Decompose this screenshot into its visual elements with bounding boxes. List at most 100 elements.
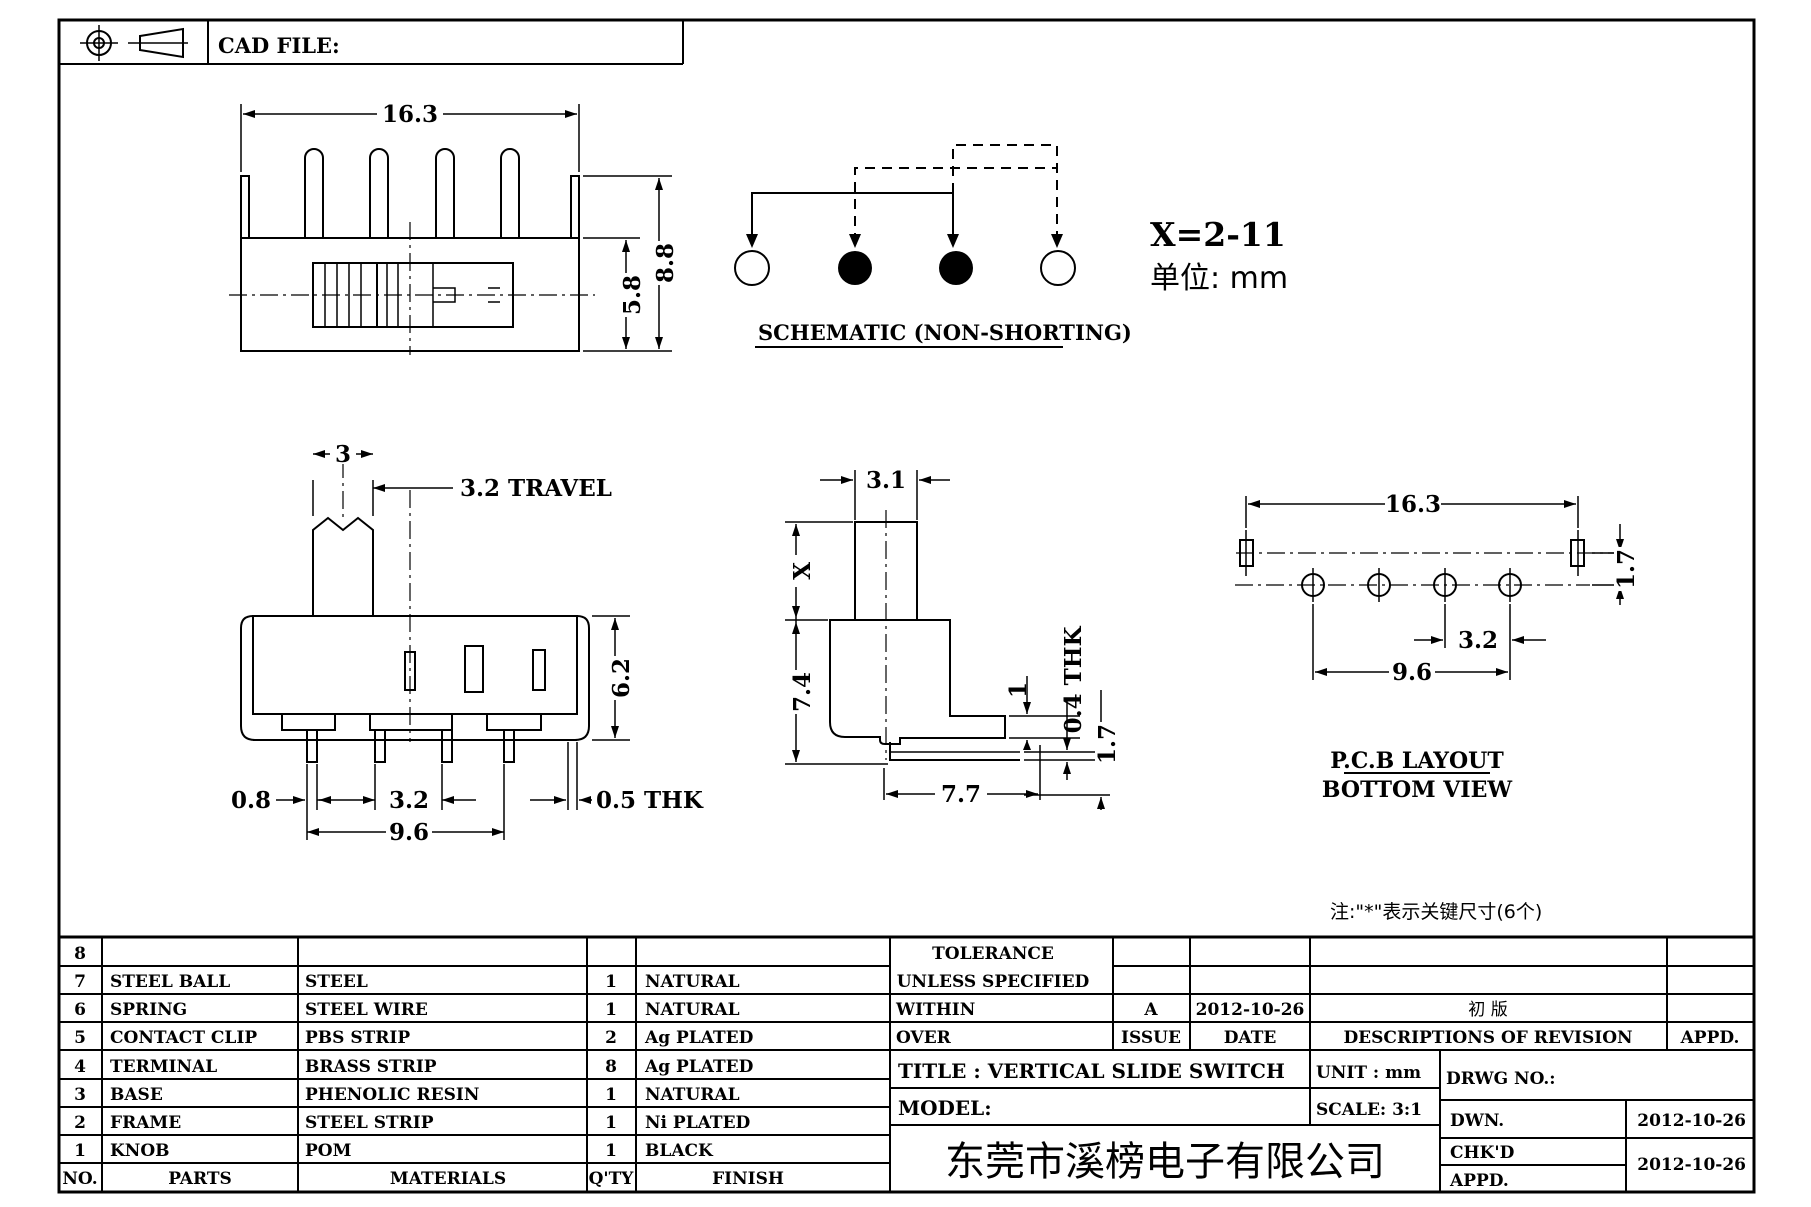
- svg-text:Ag PLATED: Ag PLATED: [644, 1028, 754, 1048]
- top-view: 16.3 5.8 8.8: [229, 101, 679, 355]
- svg-text:FRAME: FRAME: [110, 1113, 181, 1133]
- schematic-label: SCHEMATIC (NON-SHORTING): [758, 320, 1132, 345]
- company-name: 东莞市溪榜电子有限公司: [945, 1139, 1385, 1185]
- svg-text:6: 6: [74, 1000, 86, 1020]
- dim-top-width: 16.3: [382, 101, 438, 128]
- descriptions-label: DESCRIPTIONS OF REVISION: [1343, 1028, 1632, 1048]
- appd2-label: APPD.: [1449, 1171, 1509, 1191]
- chkd-date: 2012-10-26: [1637, 1155, 1746, 1175]
- pcb-subtitle: BOTTOM VIEW: [1322, 777, 1512, 803]
- date-label: DATE: [1224, 1028, 1277, 1048]
- svg-text:STEEL: STEEL: [305, 972, 368, 992]
- svg-text:Q'TY: Q'TY: [589, 1169, 635, 1189]
- dim-pin-span: 9.6: [389, 819, 429, 846]
- svg-text:1: 1: [74, 1141, 86, 1161]
- svg-text:1: 1: [605, 1113, 617, 1133]
- key-dim-note: 注:"*"表示关键尺寸(6个): [1330, 901, 1542, 923]
- svg-text:MATERIALS: MATERIALS: [390, 1169, 506, 1189]
- dim-end-x: X: [789, 562, 816, 580]
- dwn-date: 2012-10-26: [1637, 1111, 1746, 1131]
- svg-text:BLACK: BLACK: [645, 1141, 714, 1161]
- revision-description: 初 版: [1468, 1000, 1507, 1020]
- svg-text:NATURAL: NATURAL: [645, 972, 740, 992]
- svg-text:2: 2: [605, 1028, 617, 1048]
- schematic-terminal-4: [1040, 250, 1076, 286]
- drawing-title: TITLE : VERTICAL SLIDE SWITCH: [898, 1059, 1285, 1083]
- pcb-title: P.C.B LAYOUT: [1330, 748, 1504, 774]
- unless-specified-label: UNLESS SPECIFIED: [897, 972, 1090, 992]
- svg-text:FINISH: FINISH: [712, 1169, 784, 1189]
- dim-pcb-span: 9.6: [1392, 659, 1432, 686]
- svg-text:NATURAL: NATURAL: [645, 1000, 740, 1020]
- cad-file-label: CAD FILE:: [218, 33, 340, 58]
- unit-note: 单位: mm: [1150, 261, 1288, 296]
- svg-text:8: 8: [74, 944, 86, 964]
- side-view: 3 3.2 TRAVEL 6.2 0.8 3.2: [231, 440, 704, 846]
- bom-row: 1 KNOB POM 1 BLACK: [74, 1141, 714, 1161]
- note-x: X=2-11: [1150, 215, 1286, 254]
- svg-text:TERMINAL: TERMINAL: [110, 1057, 217, 1077]
- bom-header: NO. PARTS MATERIALS Q'TY FINISH: [62, 1169, 784, 1189]
- svg-text:3: 3: [74, 1085, 86, 1105]
- dim-knob-width: 3: [335, 441, 351, 468]
- chkd-label: CHK'D: [1450, 1143, 1515, 1163]
- dim-end-pin-offset: 1: [1005, 682, 1032, 698]
- scale-label: SCALE: 3:1: [1316, 1100, 1422, 1120]
- bom-row: 2 FRAME STEEL STRIP 1 Ni PLATED: [74, 1113, 750, 1133]
- dim-side-height: 6.2: [608, 658, 635, 698]
- dwn-label: DWN.: [1450, 1111, 1504, 1131]
- svg-text:PARTS: PARTS: [168, 1169, 232, 1189]
- dim-pin-pitch: 3.2: [389, 787, 429, 814]
- svg-text:5: 5: [74, 1028, 86, 1048]
- svg-text:STEEL BALL: STEEL BALL: [110, 972, 230, 992]
- bom-row: 8: [74, 944, 86, 964]
- dim-end-knob-width: 3.1: [866, 467, 906, 494]
- svg-text:1: 1: [605, 1141, 617, 1161]
- model-label: MODEL:: [898, 1096, 992, 1120]
- within-label: WITHIN: [895, 1000, 975, 1020]
- projection-symbol-icon: [80, 25, 188, 61]
- appd-label: APPD.: [1680, 1028, 1740, 1048]
- svg-text:Ag PLATED: Ag PLATED: [644, 1057, 754, 1077]
- svg-text:4: 4: [74, 1057, 86, 1077]
- end-view: 3.1 X 7.4 7.7: [785, 467, 1121, 810]
- svg-text:BASE: BASE: [110, 1085, 163, 1105]
- dim-pin-width: 0.8: [231, 787, 271, 814]
- dim-end-pin-len: 1.7: [1094, 724, 1121, 764]
- issue-label: ISSUE: [1121, 1028, 1181, 1048]
- bom-row: 5 CONTACT CLIP PBS STRIP 2 Ag PLATED: [74, 1028, 754, 1048]
- schematic-terminal-3: [939, 251, 973, 285]
- svg-text:Ni PLATED: Ni PLATED: [645, 1113, 751, 1133]
- svg-text:BRASS STRIP: BRASS STRIP: [305, 1057, 437, 1077]
- revision-date: 2012-10-26: [1196, 1000, 1305, 1020]
- svg-text:NO.: NO.: [62, 1169, 97, 1189]
- bom-row: 4 TERMINAL BRASS STRIP 8 Ag PLATED: [74, 1057, 754, 1077]
- svg-text:STEEL WIRE: STEEL WIRE: [305, 1000, 428, 1020]
- bom-table: 8 7 STEEL BALL STEEL 1 NATURAL 6 SPRING …: [59, 935, 1754, 1192]
- bom-row: 7 STEEL BALL STEEL 1 NATURAL: [74, 972, 740, 992]
- dim-pcb-offset: 1.7: [1613, 549, 1640, 589]
- dim-end-height: 7.4: [789, 672, 816, 712]
- svg-text:8: 8: [605, 1057, 617, 1077]
- pcb-layout: 16.3 1.7 3.2 9.6 P.C.B LAYOUT BOTTOM VIE…: [1235, 490, 1640, 803]
- dim-travel: 3.2 TRAVEL: [460, 475, 612, 502]
- svg-text:PBS STRIP: PBS STRIP: [305, 1028, 410, 1048]
- unit-label: UNIT : mm: [1316, 1063, 1421, 1083]
- dim-side-thickness: 0.5 THK: [596, 787, 704, 814]
- sheet-border: [57, 18, 1756, 1194]
- svg-text:SPRING: SPRING: [110, 1000, 187, 1020]
- svg-text:CONTACT CLIP: CONTACT CLIP: [110, 1028, 257, 1048]
- revision-issue: A: [1143, 1000, 1158, 1020]
- bom-row: 6 SPRING STEEL WIRE 1 NATURAL: [74, 1000, 740, 1020]
- tolerance-label: TOLERANCE: [932, 944, 1054, 964]
- dim-end-thk: 0.4 THK: [1060, 626, 1087, 734]
- svg-text:2: 2: [74, 1113, 86, 1133]
- dim-top-total-height: 8.8: [652, 243, 679, 283]
- svg-text:7: 7: [74, 972, 86, 992]
- svg-text:PHENOLIC RESIN: PHENOLIC RESIN: [305, 1085, 479, 1105]
- bom-row: 3 BASE PHENOLIC RESIN 1 NATURAL: [74, 1085, 740, 1105]
- svg-text:POM: POM: [305, 1141, 352, 1161]
- svg-text:1: 1: [605, 1085, 617, 1105]
- schematic: SCHEMATIC (NON-SHORTING): [734, 144, 1132, 348]
